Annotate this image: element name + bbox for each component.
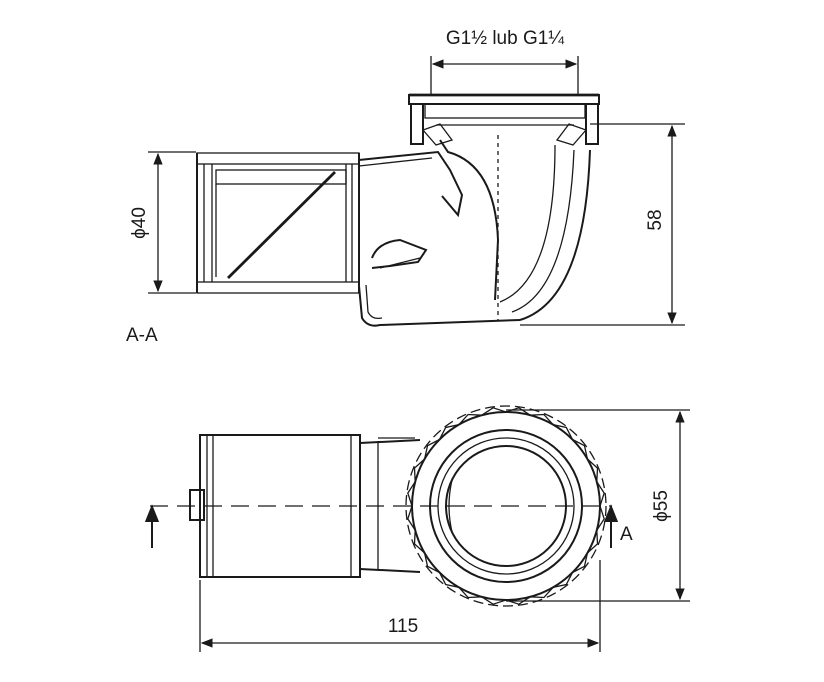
dimension-115: 115: [199, 560, 601, 652]
dia40-label: ϕ40: [129, 207, 150, 239]
thread-label: G1½ lub G1¼: [446, 28, 565, 49]
dim-58-label: 58: [645, 209, 666, 230]
threaded-nut: [408, 93, 600, 146]
section-view: G1½ lub G1¼ 58 ϕ40 A-A: [126, 28, 685, 346]
dimension-dia55: ϕ55: [506, 409, 690, 602]
elbow-body: [358, 135, 591, 327]
nut-knurl: [407, 407, 605, 605]
inlet-tube: [196, 152, 360, 294]
dimension-thread: G1½ lub G1¼: [430, 28, 579, 94]
dimension-58: 58: [520, 123, 685, 326]
dia55-label: ϕ55: [651, 490, 672, 522]
section-label: A-A: [126, 325, 158, 346]
plan-view: A ϕ55 115: [144, 405, 690, 652]
knurl-outline: [407, 407, 605, 605]
dimension-dia40: ϕ40: [129, 151, 196, 294]
section-mark-label: A: [620, 524, 633, 545]
dim-115-label: 115: [388, 616, 418, 637]
plan-tube: [189, 434, 421, 578]
